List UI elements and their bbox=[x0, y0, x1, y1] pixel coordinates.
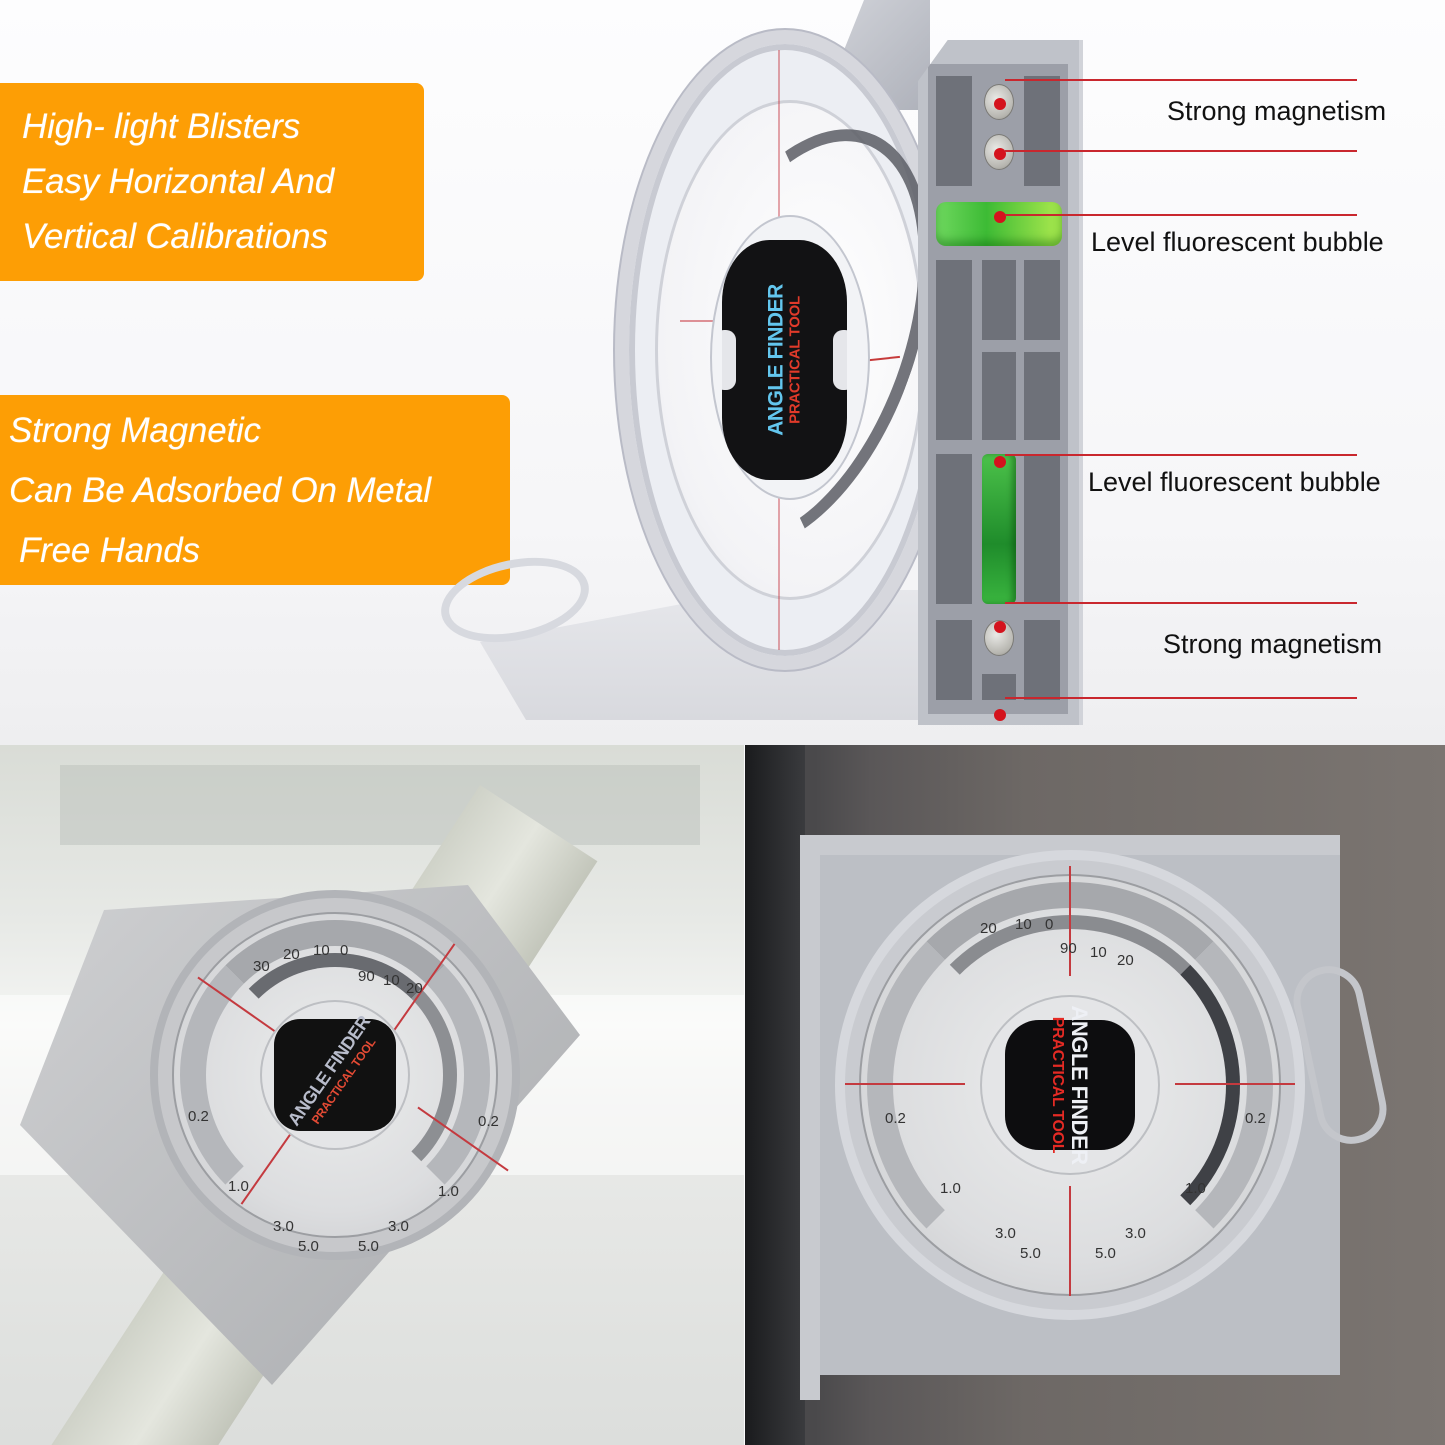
horizontal-bubble-vial bbox=[936, 202, 1062, 246]
callout-strong-magnetic: Strong Magnetic Can Be Adsorbed On Metal… bbox=[0, 395, 510, 585]
annotation-strong-magnetism-top: Strong magnetism bbox=[1167, 96, 1387, 126]
angle-gauge-dial: 20 10 0 90 10 20 0.2 1.0 3.0 5.0 5.0 3.0… bbox=[835, 850, 1305, 1320]
leader-line bbox=[1005, 697, 1357, 699]
leader-line bbox=[1005, 150, 1357, 152]
annotation-strong-magnetism-bottom: Strong magnetism bbox=[1163, 629, 1383, 659]
annotation-level-bubble-top: Level fluorescent bubble bbox=[1091, 227, 1384, 257]
logo-badge: ANGLE FINDER PRACTICAL TOOL bbox=[274, 1012, 396, 1131]
leader-dot bbox=[994, 211, 1006, 223]
vertical-bubble-vial bbox=[982, 454, 1016, 604]
callout-line: Strong Magnetic bbox=[9, 411, 261, 450]
leader-dot bbox=[994, 709, 1006, 721]
magnetic-level-rail bbox=[918, 40, 1083, 725]
metal-post bbox=[745, 745, 805, 1445]
annotation-level-bubble-bottom: Level fluorescent bubble bbox=[1088, 467, 1381, 497]
leader-dot bbox=[994, 621, 1006, 633]
leader-dot bbox=[994, 148, 1006, 160]
callout-line: Vertical Calibrations bbox=[22, 217, 328, 256]
angle-gauge-dial: 30 20 10 0 90 10 20 0.2 1.0 3.0 5.0 5.0 … bbox=[150, 890, 520, 1260]
callout-high-light-blisters: High- light Blisters Easy Horizontal And… bbox=[0, 83, 424, 281]
logo-badge: ANGLE FINDER PRACTICAL TOOL bbox=[722, 240, 847, 480]
product-image-angle-finder: ANGLE FINDER PRACTICAL TOOL bbox=[433, 0, 1090, 730]
leader-line bbox=[1005, 79, 1357, 81]
callout-line: Easy Horizontal And bbox=[22, 162, 335, 201]
leader-line bbox=[1005, 214, 1357, 216]
photo-usage-on-beam: 30 20 10 0 90 10 20 0.2 1.0 3.0 5.0 5.0 … bbox=[0, 745, 744, 1445]
callout-line: Can Be Adsorbed On Metal bbox=[9, 471, 431, 510]
hero-panel: High- light Blisters Easy Horizontal And… bbox=[0, 0, 1445, 745]
logo-sub-text: PRACTICAL TOOL bbox=[786, 296, 804, 424]
leader-line bbox=[1005, 602, 1357, 604]
leader-dot bbox=[994, 456, 1006, 468]
callout-line: Free Hands bbox=[19, 531, 200, 570]
logo-badge: ANGLE FINDER PRACTICAL TOOL bbox=[1005, 1006, 1135, 1165]
photo-usage-on-post: 20 10 0 90 10 20 0.2 1.0 3.0 5.0 5.0 3.0… bbox=[745, 745, 1445, 1445]
logo-main-text: ANGLE FINDER bbox=[764, 284, 788, 436]
gauge-frame bbox=[800, 835, 1340, 1400]
callout-line: High- light Blisters bbox=[22, 107, 301, 146]
leader-dot bbox=[994, 98, 1006, 110]
leader-line bbox=[1005, 454, 1357, 456]
